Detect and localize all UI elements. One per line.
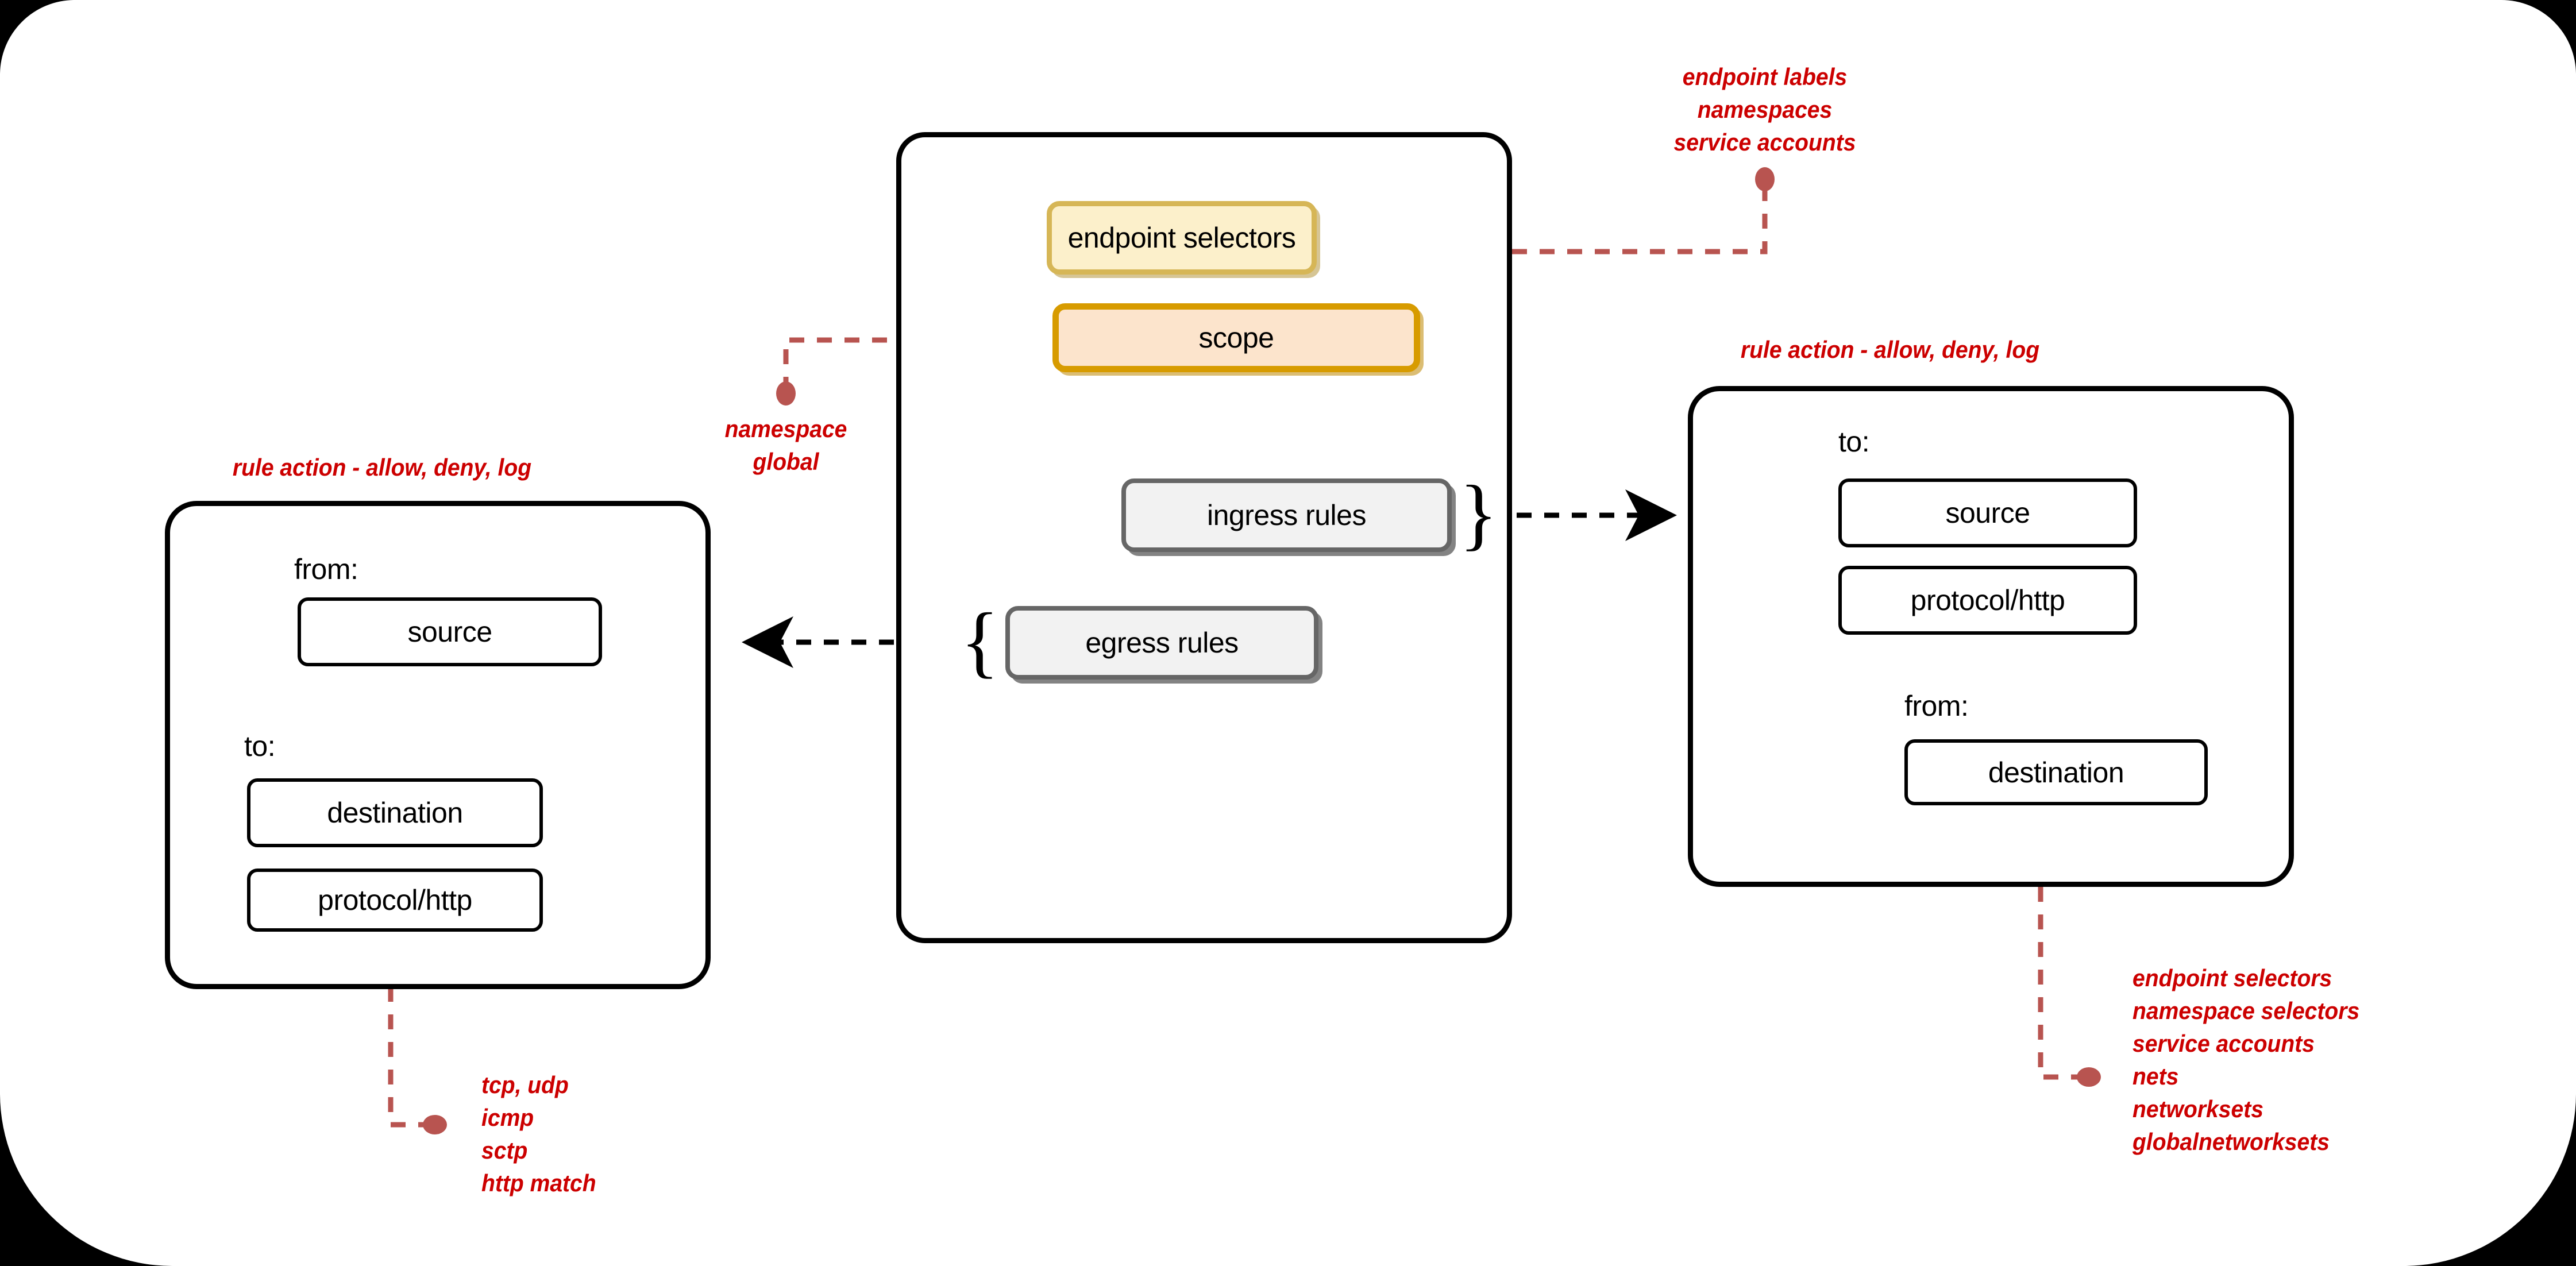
destination-right-annotation: endpoint selectors namespace selectors s… xyxy=(2132,962,2539,1158)
endpoint-selectors-annotation-line-1: endpoint labels xyxy=(1682,63,1848,90)
right-from-label-text: from: xyxy=(1904,690,1969,722)
endpoint-selectors-label: endpoint selectors xyxy=(1067,222,1296,254)
left-source-box[interactable]: source xyxy=(298,597,602,666)
left-to-label: to: xyxy=(244,730,276,763)
right-to-label: to: xyxy=(1838,425,1870,458)
left-from-label: from: xyxy=(294,553,358,586)
left-to-label-text: to: xyxy=(244,730,276,762)
endpoint-selectors-box[interactable]: endpoint selectors xyxy=(1047,201,1317,275)
right-destination-box[interactable]: destination xyxy=(1904,739,2208,805)
scope-annotation: namespace global xyxy=(674,412,898,478)
left-card-header-text: rule action - allow, deny, log xyxy=(232,454,532,481)
right-destination-label: destination xyxy=(1988,756,2124,789)
protocol-left-annotation-line-4: http match xyxy=(481,1169,596,1196)
protocol-left-annotation-line-1: tcp, udp xyxy=(481,1071,569,1098)
right-source-label: source xyxy=(1945,497,2030,529)
right-to-label-text: to: xyxy=(1838,426,1870,458)
left-from-label-text: from: xyxy=(294,553,358,585)
destination-right-annotation-line-1: endpoint selectors xyxy=(2132,964,2332,991)
egress-rules-label: egress rules xyxy=(1085,627,1239,659)
endpoint-selectors-annotation: endpoint labels namespaces service accou… xyxy=(1599,60,1931,159)
left-source-label: source xyxy=(407,616,492,648)
ingress-rule-card xyxy=(1688,386,2294,887)
left-destination-box[interactable]: destination xyxy=(247,778,543,847)
right-from-label: from: xyxy=(1904,689,1969,723)
ingress-rules-label: ingress rules xyxy=(1207,499,1366,531)
scope-box[interactable]: scope xyxy=(1052,303,1420,372)
destination-right-annotation-line-3: service accounts xyxy=(2132,1030,2315,1057)
protocol-left-annotation-line-3: sctp xyxy=(481,1137,528,1164)
egress-brace-glyph: { xyxy=(961,597,1000,686)
destination-right-annotation-line-4: nets xyxy=(2132,1063,2179,1090)
left-protocol-box[interactable]: protocol/http xyxy=(247,869,543,932)
ingress-brace-glyph: } xyxy=(1459,469,1498,558)
endpoint-selectors-annotation-line-2: namespaces xyxy=(1697,96,1833,123)
protocol-left-annotation-line-2: icmp xyxy=(481,1104,534,1131)
right-protocol-label: protocol/http xyxy=(1910,584,2065,616)
scope-annotation-line-1: namespace xyxy=(724,415,847,442)
left-card-header-annotation: rule action - allow, deny, log xyxy=(206,451,558,484)
egress-rules-box[interactable]: egress rules xyxy=(1005,606,1318,680)
destination-right-annotation-line-2: namespace selectors xyxy=(2132,997,2360,1024)
protocol-left-annotation: tcp, udp icmp sctp http match xyxy=(481,1068,759,1199)
destination-right-annotation-line-6: globalnetworksets xyxy=(2132,1128,2330,1155)
left-protocol-label: protocol/http xyxy=(318,884,472,916)
destination-right-annotation-line-5: networksets xyxy=(2132,1095,2263,1122)
right-protocol-box[interactable]: protocol/http xyxy=(1838,566,2137,635)
right-card-header-annotation: rule action - allow, deny, log xyxy=(1703,333,2077,366)
left-destination-label: destination xyxy=(327,797,463,829)
right-card-header-text: rule action - allow, deny, log xyxy=(1740,336,2040,363)
ingress-brace: } xyxy=(1459,474,1498,554)
scope-label: scope xyxy=(1198,322,1274,354)
ingress-rules-box[interactable]: ingress rules xyxy=(1121,478,1452,552)
scope-annotation-line-2: global xyxy=(753,448,819,475)
right-source-box[interactable]: source xyxy=(1838,478,2137,547)
endpoint-selectors-annotation-line-3: service accounts xyxy=(1673,129,1856,156)
egress-brace: { xyxy=(961,601,999,682)
